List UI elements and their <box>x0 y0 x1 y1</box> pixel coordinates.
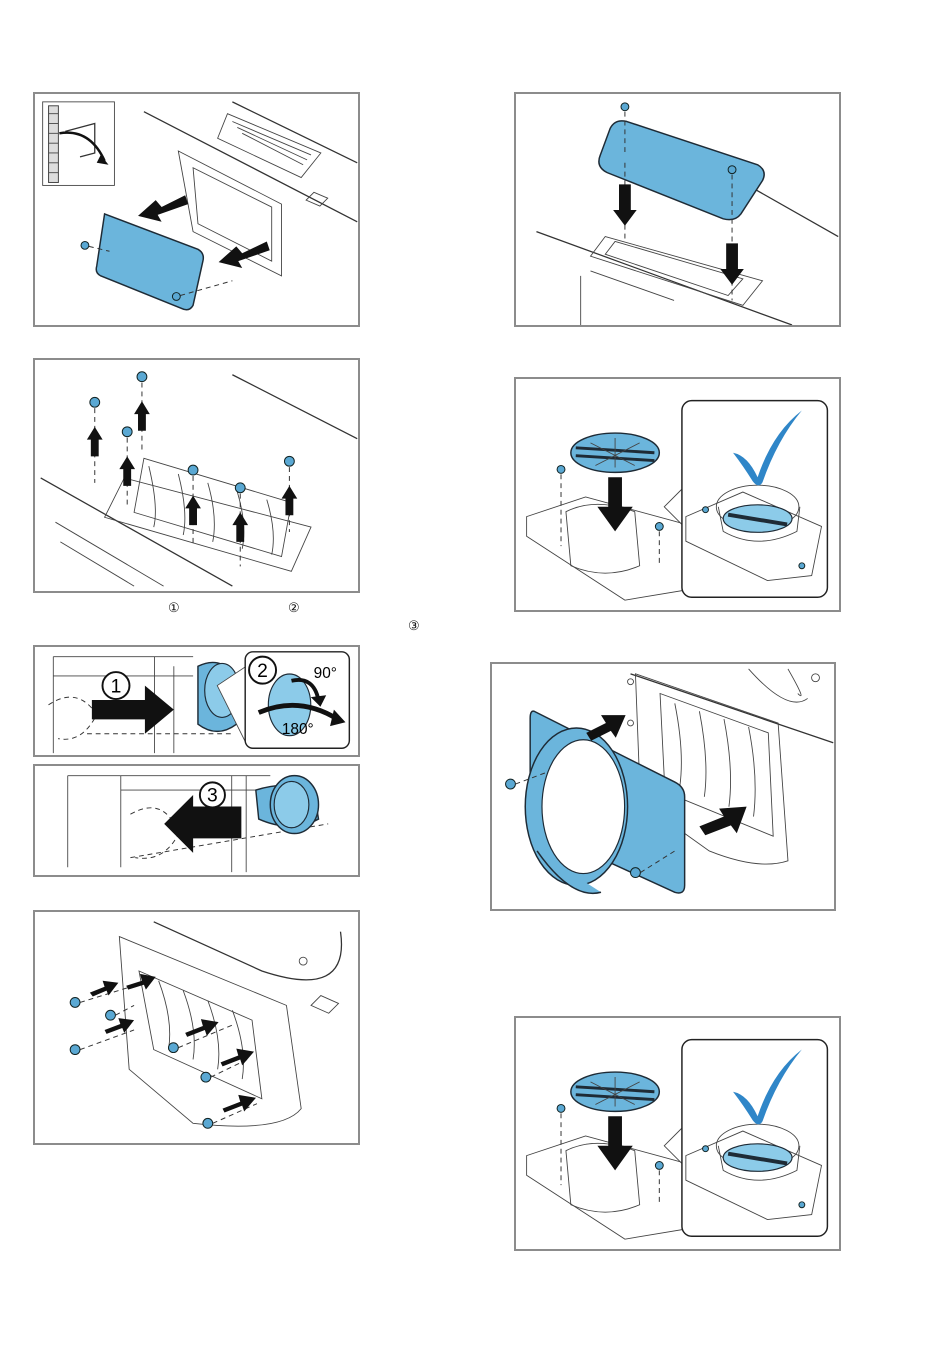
step-number-1: 1 <box>111 676 122 697</box>
illustration-pull-out-damper: 3 <box>33 764 360 877</box>
angle-90-label: 90° <box>314 665 337 682</box>
illustration-insert-damper-check <box>514 377 841 612</box>
illustration-remove-cover <box>33 92 360 327</box>
screw-icon <box>90 372 294 493</box>
step-marker-1: ① <box>168 601 180 614</box>
wall-icon <box>43 102 115 186</box>
illustration-screw-grille <box>33 910 360 1145</box>
step-marker-2: ② <box>288 601 300 614</box>
step-marker-3: ③ <box>408 619 420 632</box>
angle-180-label: 180° <box>282 721 314 738</box>
illustration-unscrew-grille <box>33 358 360 593</box>
illustration-fit-cover-plate <box>514 92 841 327</box>
illustration-insert-damper-check-2 <box>514 1016 841 1251</box>
step-number-3: 3 <box>207 786 218 807</box>
illustration-insert-rotate-damper: 1 2 90° 180° <box>33 645 360 757</box>
step-number-2: 2 <box>257 661 268 682</box>
illustration-fit-flange <box>490 662 836 911</box>
